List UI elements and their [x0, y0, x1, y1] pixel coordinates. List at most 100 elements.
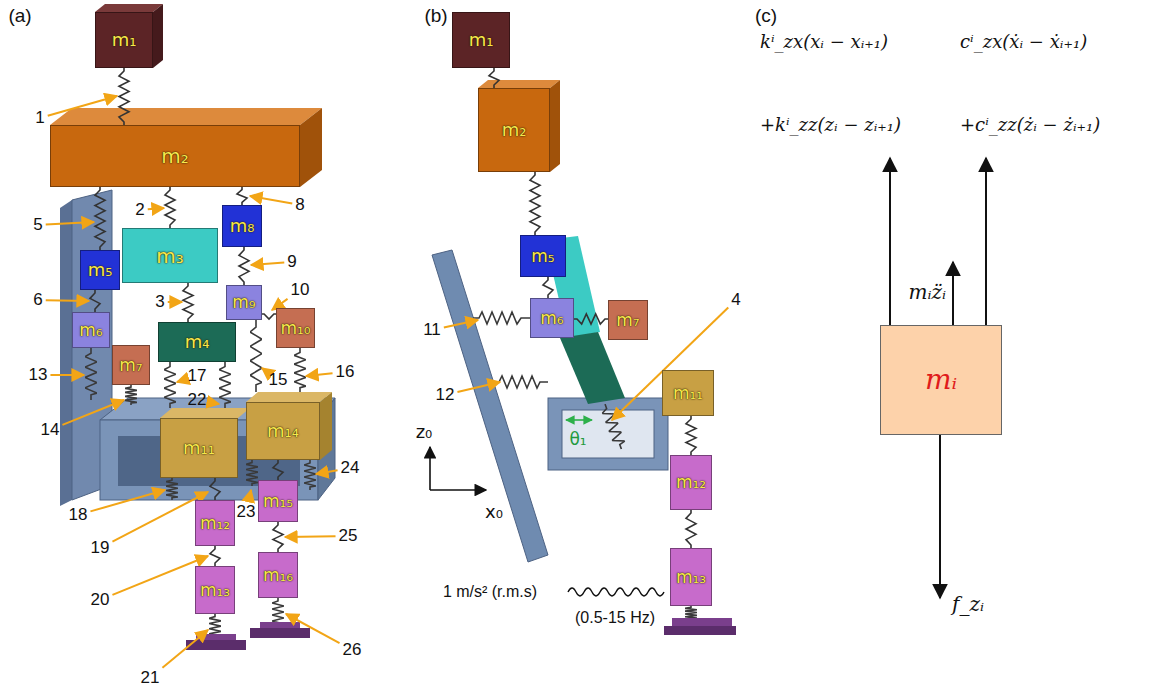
mass-face [320, 392, 332, 460]
callout-number: 19 [91, 538, 110, 558]
leader-arrow [612, 307, 728, 420]
spring-connector [530, 172, 540, 235]
spring [125, 385, 137, 405]
mass-label: m₅ [531, 247, 554, 266]
callout-number: 11 [423, 320, 441, 340]
spring [685, 606, 697, 620]
callout-number: 3 [155, 292, 164, 312]
mass-block: m₈ [222, 205, 262, 247]
callout-number: 5 [33, 215, 42, 235]
spring-connector [239, 247, 249, 285]
spring-connector [90, 290, 100, 312]
spring [166, 478, 178, 500]
leader-arrow [251, 263, 284, 265]
mass-block: m₇ [112, 345, 150, 385]
foot [672, 618, 732, 626]
force-formula: +kⁱ_zz(zᵢ − zᵢ₊₁) [760, 115, 901, 136]
seat-frame [548, 398, 668, 470]
mass-label: m₇ [616, 311, 639, 330]
mass-label: m₇ [119, 356, 142, 375]
spring-connector [183, 283, 193, 322]
mass-label: m₁₆ [263, 566, 293, 585]
force-formula: cⁱ_zx(ẋᵢ − ẋᵢ₊₁) [960, 32, 1087, 53]
panel-label: (b) [424, 5, 447, 27]
backrest [432, 250, 548, 562]
mass-block: m₉ [226, 285, 262, 320]
spring-connector [165, 187, 175, 228]
mass-label: m₁₄ [267, 421, 299, 441]
leader-arrow [285, 535, 336, 538]
axis-label: x₀ [485, 502, 503, 523]
leader-arrow [286, 614, 340, 643]
callout-number: 23 [237, 502, 256, 522]
mass-label: m₁₂ [676, 473, 706, 492]
axis-arrow [430, 489, 486, 491]
mass-label: m₁₁ [673, 384, 703, 403]
mass-face [153, 4, 163, 68]
frequency-label: (0.5-15 Hz) [575, 609, 655, 627]
mass-block: m₁₅ [258, 480, 298, 522]
spring-connector [543, 277, 553, 298]
mass-block: m₁₂ [670, 455, 712, 510]
mass-face [95, 4, 163, 12]
mass-label: mᵢ [925, 365, 957, 396]
axis-arrow [429, 447, 431, 490]
spring-connector [119, 68, 129, 125]
spring-connector [273, 522, 283, 552]
inertia-label: mᵢz̈ᵢ [908, 281, 946, 304]
callout-number: 10 [291, 280, 310, 300]
spring-connector [574, 314, 608, 324]
leader-arrow [262, 368, 266, 371]
callout-number: 9 [287, 252, 296, 272]
spring [85, 348, 97, 400]
mass-label: m₉ [232, 293, 255, 312]
spring-connector [273, 460, 283, 480]
leader-arrow [250, 196, 292, 204]
foot [250, 628, 310, 638]
mass-block: m₁₆ [258, 552, 298, 598]
callout-number: 6 [33, 290, 42, 310]
mass-label: m₁₃ [200, 581, 230, 600]
spring-connector [686, 510, 696, 548]
leader-arrow [177, 380, 185, 382]
callout-number: 21 [141, 668, 160, 688]
mass-block: m₄ [158, 322, 236, 362]
force-formula: +cⁱ_zz(żᵢ − żᵢ₊₁) [960, 115, 1100, 136]
force-arrow [939, 435, 941, 598]
mass-block: m₂ [50, 125, 300, 187]
spring [250, 320, 262, 392]
backrest-side [60, 200, 72, 506]
leader-arrow [50, 374, 84, 376]
spring-connector [489, 68, 499, 88]
mass-face [246, 392, 332, 402]
callout-number: 13 [29, 365, 48, 385]
mass-face [478, 80, 560, 88]
callout-number: 16 [336, 362, 355, 382]
spring [219, 362, 231, 408]
leader-arrow [112, 556, 208, 595]
leader-arrow [46, 299, 89, 302]
mass-label: m₂ [502, 120, 527, 140]
mass-label: m₁₃ [676, 568, 706, 587]
mass-block: m₂ [478, 88, 550, 172]
spring-connector [262, 314, 276, 319]
leader-lines [46, 96, 729, 668]
spring-connector [210, 546, 220, 566]
mass-block: m₁ [95, 12, 153, 68]
callout-number: 26 [343, 640, 362, 660]
leader-arrow [168, 301, 182, 303]
foot [260, 622, 300, 628]
mass-label: m₁ [469, 30, 494, 50]
mass-block: m₁₄ [246, 402, 320, 460]
foot [664, 626, 736, 635]
leader-arrow [48, 96, 117, 116]
leader-arrow [112, 492, 208, 542]
callout-number: 1 [35, 108, 44, 128]
mass-block: m₁₃ [195, 566, 235, 614]
spring [473, 312, 530, 324]
axis-label: z₀ [416, 422, 433, 443]
callout-number: 17 [188, 366, 207, 386]
spring-connector [237, 187, 247, 205]
callout-number: 8 [295, 195, 304, 215]
